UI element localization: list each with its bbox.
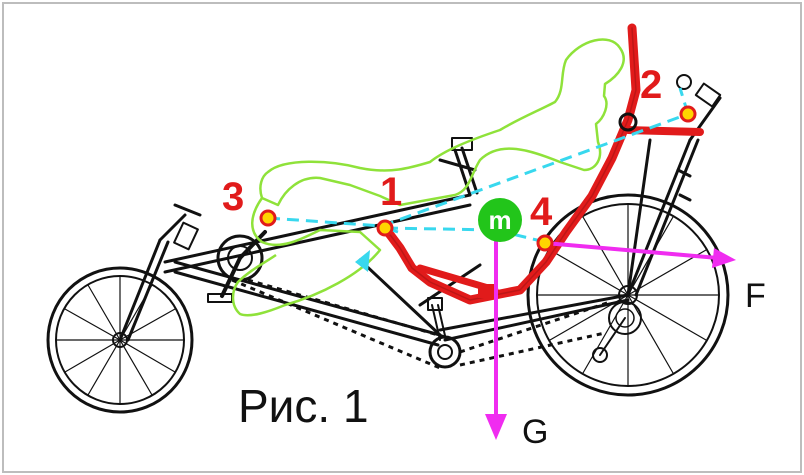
pivot-point-2: 2 bbox=[640, 63, 697, 123]
front-fork bbox=[118, 203, 202, 342]
pivot-point-icon bbox=[259, 209, 277, 227]
force-g-arrow bbox=[485, 240, 507, 440]
cyan-arrow-icon bbox=[355, 250, 370, 272]
pivot-point-icon bbox=[679, 105, 697, 123]
handlebar bbox=[438, 137, 479, 197]
force-f-arrow bbox=[544, 241, 736, 268]
force-f-label: F bbox=[745, 277, 766, 315]
point-3-label: 3 bbox=[222, 175, 244, 219]
point-2-label: 2 bbox=[640, 63, 662, 107]
front-wheel bbox=[46, 266, 194, 414]
arrowhead-down-icon bbox=[485, 414, 507, 440]
rider-outline-icon bbox=[231, 38, 625, 317]
pivot-point-1: 1 bbox=[376, 170, 402, 237]
point-1-label: 1 bbox=[380, 170, 402, 214]
arrowhead-right-icon bbox=[712, 248, 736, 268]
pivot-point-4: 4 bbox=[530, 190, 554, 252]
force-g-label: G bbox=[522, 413, 548, 451]
pivot-point-icon bbox=[536, 234, 554, 252]
rear-derailleur bbox=[592, 317, 626, 363]
point-4-label: 4 bbox=[530, 190, 553, 234]
center-of-mass: m bbox=[478, 198, 522, 242]
pivot-point-3: 3 bbox=[222, 175, 277, 227]
seat-pivot-icon bbox=[618, 112, 638, 132]
seat-support bbox=[626, 74, 722, 297]
chain bbox=[231, 278, 611, 370]
figure-caption: Рис. 1 bbox=[238, 380, 369, 432]
mass-label: m bbox=[488, 205, 511, 235]
pivot-point-icon bbox=[376, 219, 394, 237]
